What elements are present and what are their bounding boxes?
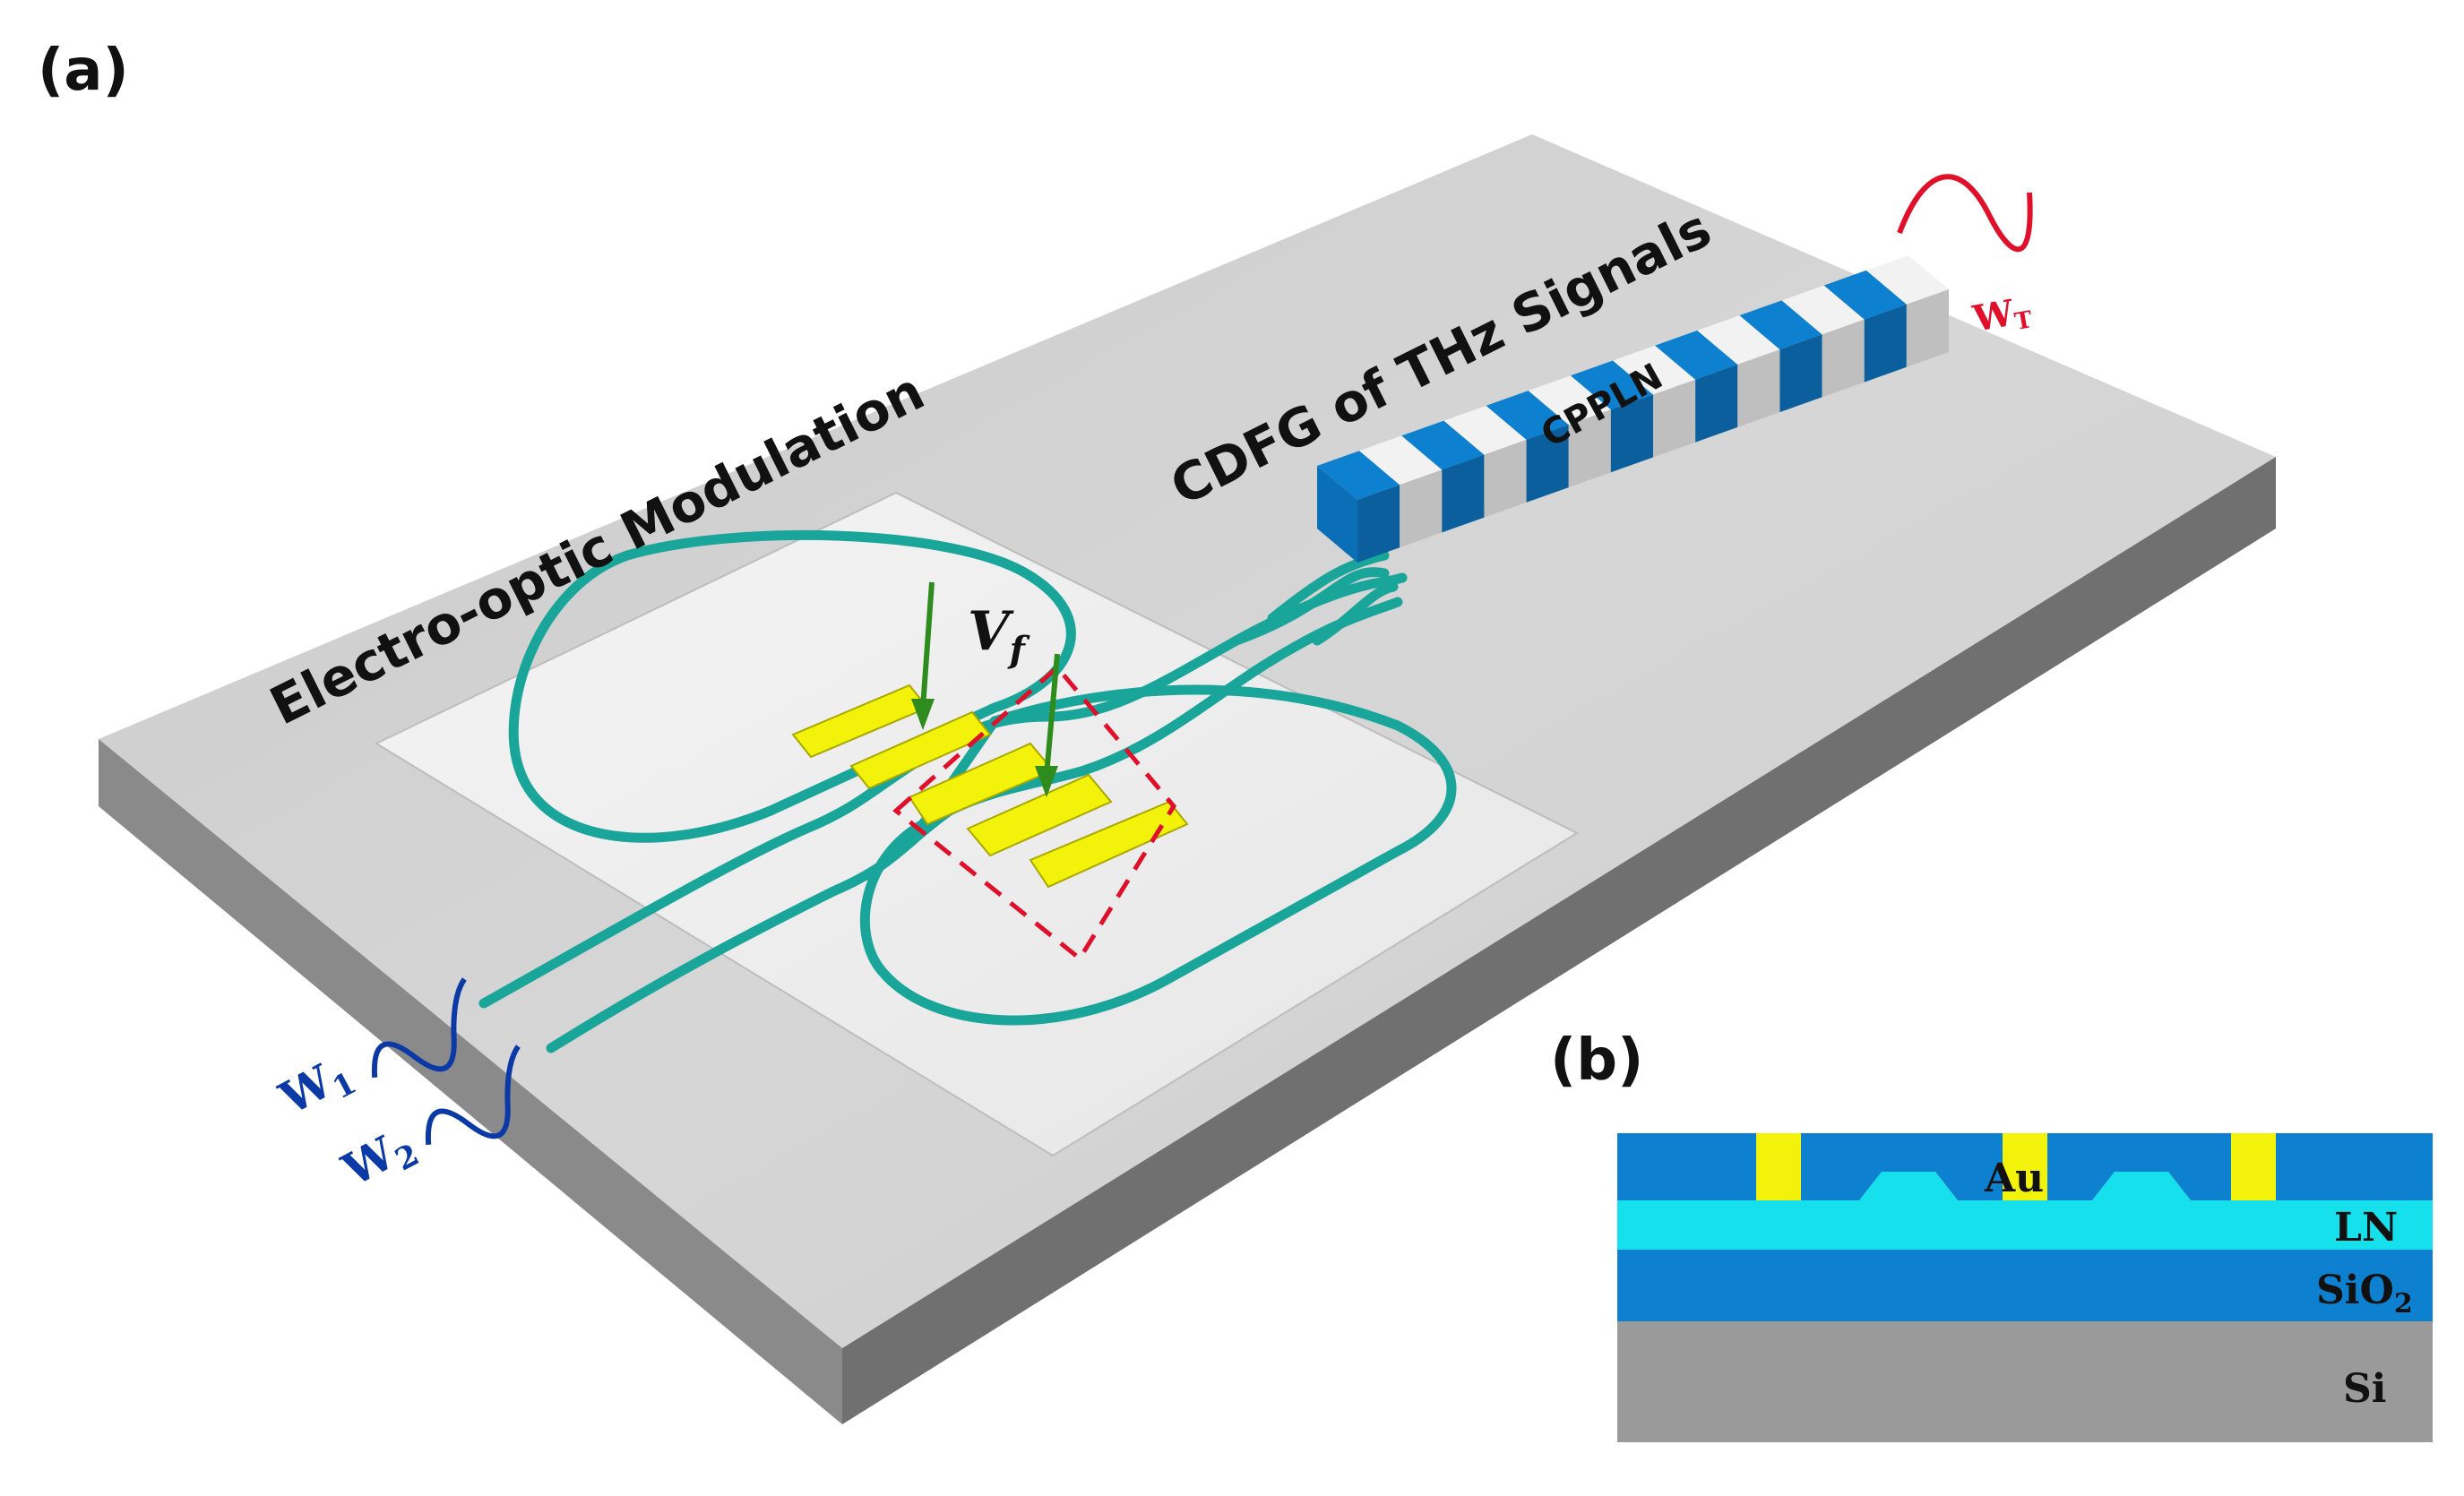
cppln-side-stripe	[1695, 364, 1738, 443]
probe-arrow-1	[920, 581, 935, 709]
cppln-top-stripe	[1317, 451, 1400, 500]
bus-waveguide-1-to-cppln	[1231, 567, 1390, 646]
combiner-to-cppln-2	[1312, 581, 1399, 646]
cppln-side-stripe	[1357, 485, 1400, 563]
cppln-top-stripe	[1865, 255, 1949, 305]
voltage-region-outline	[892, 664, 1177, 962]
input-label-1: W1	[271, 1045, 362, 1131]
cross-section	[1617, 1133, 2433, 1442]
layer-label-au: Au	[1984, 1156, 2044, 1201]
electrodes	[791, 684, 1189, 889]
cppln-top-stripe	[1739, 300, 1822, 350]
ln-ridge-1	[1859, 1172, 1958, 1200]
electrode-2	[849, 710, 992, 790]
cppln-side-stripe	[1442, 454, 1485, 533]
cppln-top-stripe	[1655, 330, 1738, 380]
cppln-side-stripe	[1400, 469, 1443, 548]
layer-label-sio2: SiO2	[2316, 1268, 2413, 1320]
combiner-to-cppln	[1267, 550, 1390, 623]
cppln-crystal	[1317, 255, 1949, 563]
cppln-side-stripe	[1484, 439, 1527, 518]
cppln-side-stripe	[1568, 409, 1611, 488]
cppln-side-stripe	[1864, 304, 1907, 383]
probe-arrow-2	[1044, 653, 1060, 776]
cppln-top-stripe	[1570, 360, 1653, 410]
cppln-top-stripe	[1359, 435, 1443, 486]
cppln-end-cap	[1317, 466, 1357, 563]
input-label-2: W2	[333, 1116, 425, 1202]
cppln-top-stripe	[1697, 315, 1780, 365]
electrode-4	[966, 773, 1113, 857]
input-wave-2	[425, 1045, 521, 1146]
au-electrode-center	[2003, 1133, 2047, 1200]
panel-b-label: (b)	[1550, 1027, 1643, 1094]
cppln-side-stripe	[1653, 379, 1696, 458]
cppln-top-stripe	[1443, 405, 1527, 455]
probe-arrowhead-1	[911, 699, 935, 730]
probe-arrowhead-2	[1035, 766, 1058, 797]
waveguides	[478, 529, 1457, 1053]
substrate-left-face	[99, 739, 842, 1424]
cppln-side-stripe	[1906, 289, 1949, 367]
panel-a-label: (a)	[38, 38, 129, 104]
electrode-5	[1029, 800, 1189, 889]
ln-slab-layer	[1617, 1200, 2433, 1250]
cppln-side-stripe	[1610, 394, 1653, 473]
si-layer	[1617, 1321, 2433, 1442]
sio2-lower-layer	[1617, 1250, 2433, 1321]
au-electrode-left	[1756, 1133, 1801, 1200]
cppln-top-stripe	[1781, 285, 1865, 335]
cppln-side-stripe	[1779, 334, 1822, 413]
layer-label-ln: LN	[2334, 1205, 2398, 1251]
ln-ridge-2	[2092, 1172, 2191, 1200]
cppln-top-stripe	[1823, 270, 1907, 320]
cppln-side-stripe	[1737, 349, 1780, 427]
upper-racetrack-resonator	[508, 529, 1076, 843]
cppln-side-stripe	[1822, 319, 1865, 398]
cppln-top-stripe	[1528, 375, 1611, 426]
input-wave-1	[371, 977, 467, 1079]
cppln-top-stripe	[1401, 420, 1485, 470]
output-thz-wave	[1897, 174, 2033, 253]
cppln-side-stripe	[1526, 425, 1569, 503]
layer-label-si: Si	[2343, 1366, 2387, 1412]
cppln-top-stripe	[1613, 345, 1696, 395]
output-label: WT	[1969, 288, 2036, 343]
substrate-right-face	[842, 457, 2276, 1424]
probe-arrows	[911, 581, 1060, 797]
au-electrode-right	[2231, 1133, 2276, 1200]
cppln-top-stripe	[1486, 391, 1569, 440]
